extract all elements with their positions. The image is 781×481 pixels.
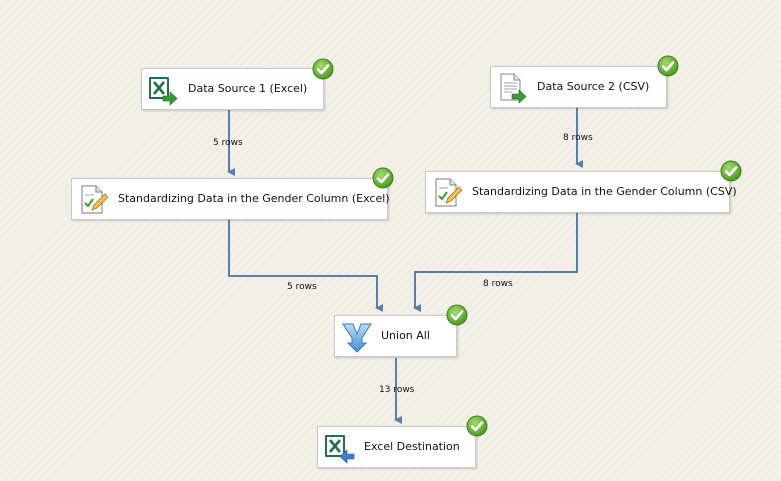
excel-destination-icon	[325, 435, 355, 464]
task-label: Union All	[381, 329, 430, 342]
task-data-source-1[interactable]: Data Source 1 (Excel)	[141, 68, 324, 110]
row-count-label: 13 rows	[379, 385, 415, 395]
task-data-source-2[interactable]: Data Source 2 (CSV)	[490, 66, 667, 108]
success-check-icon	[312, 58, 334, 80]
derived-column-icon	[81, 185, 109, 214]
task-excel-destination[interactable]: Excel Destination	[317, 426, 476, 468]
task-standardize-gender-excel[interactable]: Standardizing Data in the Gender Column …	[71, 178, 390, 220]
task-standardize-gender-csv[interactable]: Standardizing Data in the Gender Column …	[425, 171, 737, 213]
success-check-icon	[446, 304, 468, 326]
row-count-label: 5 rows	[287, 282, 317, 292]
row-count-label: 8 rows	[563, 133, 593, 143]
success-check-icon	[372, 167, 394, 189]
task-label: Standardizing Data in the Gender Column …	[472, 185, 737, 198]
path-derive2-to-union[interactable]	[413, 212, 578, 312]
task-label: Data Source 1 (Excel)	[188, 82, 308, 95]
row-count-label: 5 rows	[213, 138, 243, 148]
task-label: Standardizing Data in the Gender Column …	[118, 192, 390, 205]
success-check-icon	[466, 415, 488, 437]
task-label: Data Source 2 (CSV)	[537, 80, 650, 93]
task-union-all[interactable]: Union All	[334, 315, 457, 357]
success-check-icon	[657, 55, 679, 77]
path-derive1-to-union[interactable]	[228, 219, 383, 312]
flat-file-source-icon	[500, 73, 527, 104]
row-count-label: 8 rows	[483, 279, 513, 289]
derived-column-icon	[435, 178, 463, 207]
task-label: Excel Destination	[364, 440, 460, 453]
excel-source-icon	[149, 77, 178, 106]
success-check-icon	[720, 160, 742, 182]
union-all-icon	[342, 323, 372, 353]
